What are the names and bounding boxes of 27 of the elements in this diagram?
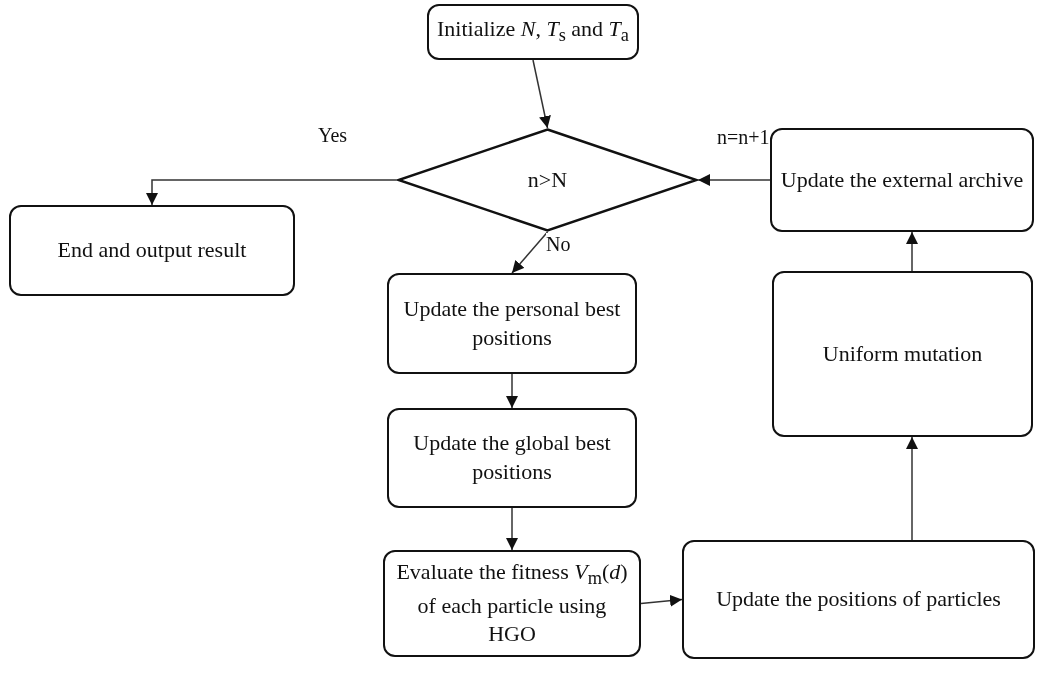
arrow bbox=[532, 59, 551, 129]
node-text: Uniform mutation bbox=[821, 339, 984, 368]
node-text: Update the personal best positions bbox=[402, 294, 622, 352]
arrow bbox=[506, 373, 518, 409]
arrow bbox=[906, 436, 918, 541]
process-box bbox=[427, 4, 639, 60]
decision-diamond bbox=[397, 128, 698, 232]
node-text: Update the global best positions bbox=[412, 429, 612, 486]
process-box bbox=[387, 408, 637, 508]
node-text: End and output result bbox=[56, 236, 248, 265]
process-box bbox=[770, 128, 1034, 232]
process-box bbox=[387, 273, 637, 374]
arrow bbox=[511, 231, 549, 274]
process-box bbox=[383, 550, 641, 657]
arrow bbox=[146, 179, 398, 206]
node-text: Evaluate the fitness V$_{m}$(d) of each particle using HGO bbox=[395, 558, 629, 649]
arrow bbox=[906, 231, 918, 272]
arrow bbox=[640, 594, 683, 607]
node-text: n>N bbox=[526, 165, 569, 194]
terminal-box bbox=[9, 205, 295, 296]
arrow bbox=[697, 174, 771, 186]
node-text: Update the external archive bbox=[779, 165, 1025, 194]
process-box bbox=[772, 271, 1033, 437]
node-text: Initialize N, T$_{s}$ and T$_{a}$ bbox=[436, 15, 630, 48]
node-text: Update the positions of particles bbox=[715, 585, 1002, 614]
arrow bbox=[506, 507, 518, 551]
process-box bbox=[682, 540, 1035, 659]
